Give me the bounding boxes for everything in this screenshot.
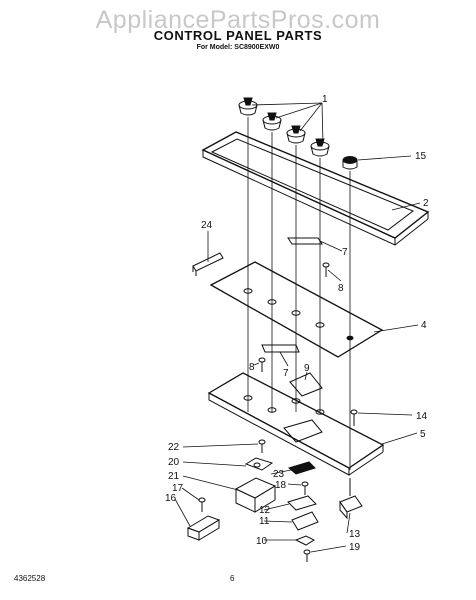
callout-8-lower: 8 [249, 362, 255, 373]
callout-17: 17 [172, 483, 184, 494]
callout-15: 15 [415, 151, 427, 162]
knob-2 [262, 112, 282, 131]
terminal-block-16 [186, 515, 221, 541]
connector-13 [339, 478, 363, 520]
callout-20: 20 [168, 457, 180, 468]
control-panel-frame [201, 131, 430, 246]
clip-7-lower [261, 344, 300, 353]
callout-24: 24 [201, 220, 213, 231]
callout-9: 9 [304, 363, 310, 374]
callout-14: 14 [416, 411, 428, 422]
switch-20 [244, 457, 274, 471]
page-number: 6 [230, 574, 235, 583]
callout-7-upper: 7 [342, 247, 348, 258]
callout-16: 16 [165, 493, 177, 504]
backing-plate [207, 372, 385, 476]
screw-22 [258, 439, 266, 453]
screw-17 [198, 497, 206, 512]
screw-19 [303, 549, 311, 562]
knob-3 [286, 125, 306, 144]
callout-19: 19 [349, 542, 361, 553]
callout-22: 22 [168, 442, 180, 453]
screw-14 [350, 409, 358, 426]
callout-7-lower: 7 [283, 368, 289, 379]
watermark: AppliancePartsPros.com [95, 6, 381, 34]
screw-8-upper [322, 262, 330, 277]
callout-23: 23 [273, 469, 285, 480]
nut-10 [294, 535, 316, 546]
callout-11: 11 [259, 516, 270, 527]
bracket-11 [291, 511, 319, 531]
label-23 [287, 461, 316, 475]
callout-21: 21 [168, 471, 180, 482]
callout-13: 13 [349, 529, 361, 540]
model-subtitle: For Model: SC8900EXW0 [196, 44, 280, 51]
callout-labels: 1 15 2 24 7 8 4 8 7 9 14 5 22 20 23 21 1… [165, 94, 429, 553]
button-cap [342, 156, 358, 170]
clip-7-upper [287, 237, 323, 245]
screw-8-lower [258, 357, 266, 372]
callout-1: 1 [322, 94, 328, 105]
bracket-24 [192, 252, 224, 276]
callout-5: 5 [420, 429, 426, 440]
document-code: 4362528 [14, 574, 46, 583]
diagram-title: CONTROL PANEL PARTS [153, 28, 323, 43]
callout-8-upper: 8 [338, 283, 344, 294]
knob-1 [238, 97, 258, 116]
knob-4 [310, 138, 330, 157]
callout-12: 12 [259, 505, 271, 516]
callout-18: 18 [275, 480, 287, 491]
screw-18 [301, 481, 309, 495]
bracket-12 [287, 495, 317, 511]
callout-10: 10 [256, 536, 268, 547]
callout-4: 4 [421, 320, 427, 331]
bracket-9 [289, 372, 323, 397]
callout-2: 2 [423, 198, 429, 209]
overlay-panel [209, 261, 384, 358]
leader-lines [174, 102, 421, 553]
shaft-lines [247, 117, 351, 470]
relay-21 [234, 477, 277, 513]
